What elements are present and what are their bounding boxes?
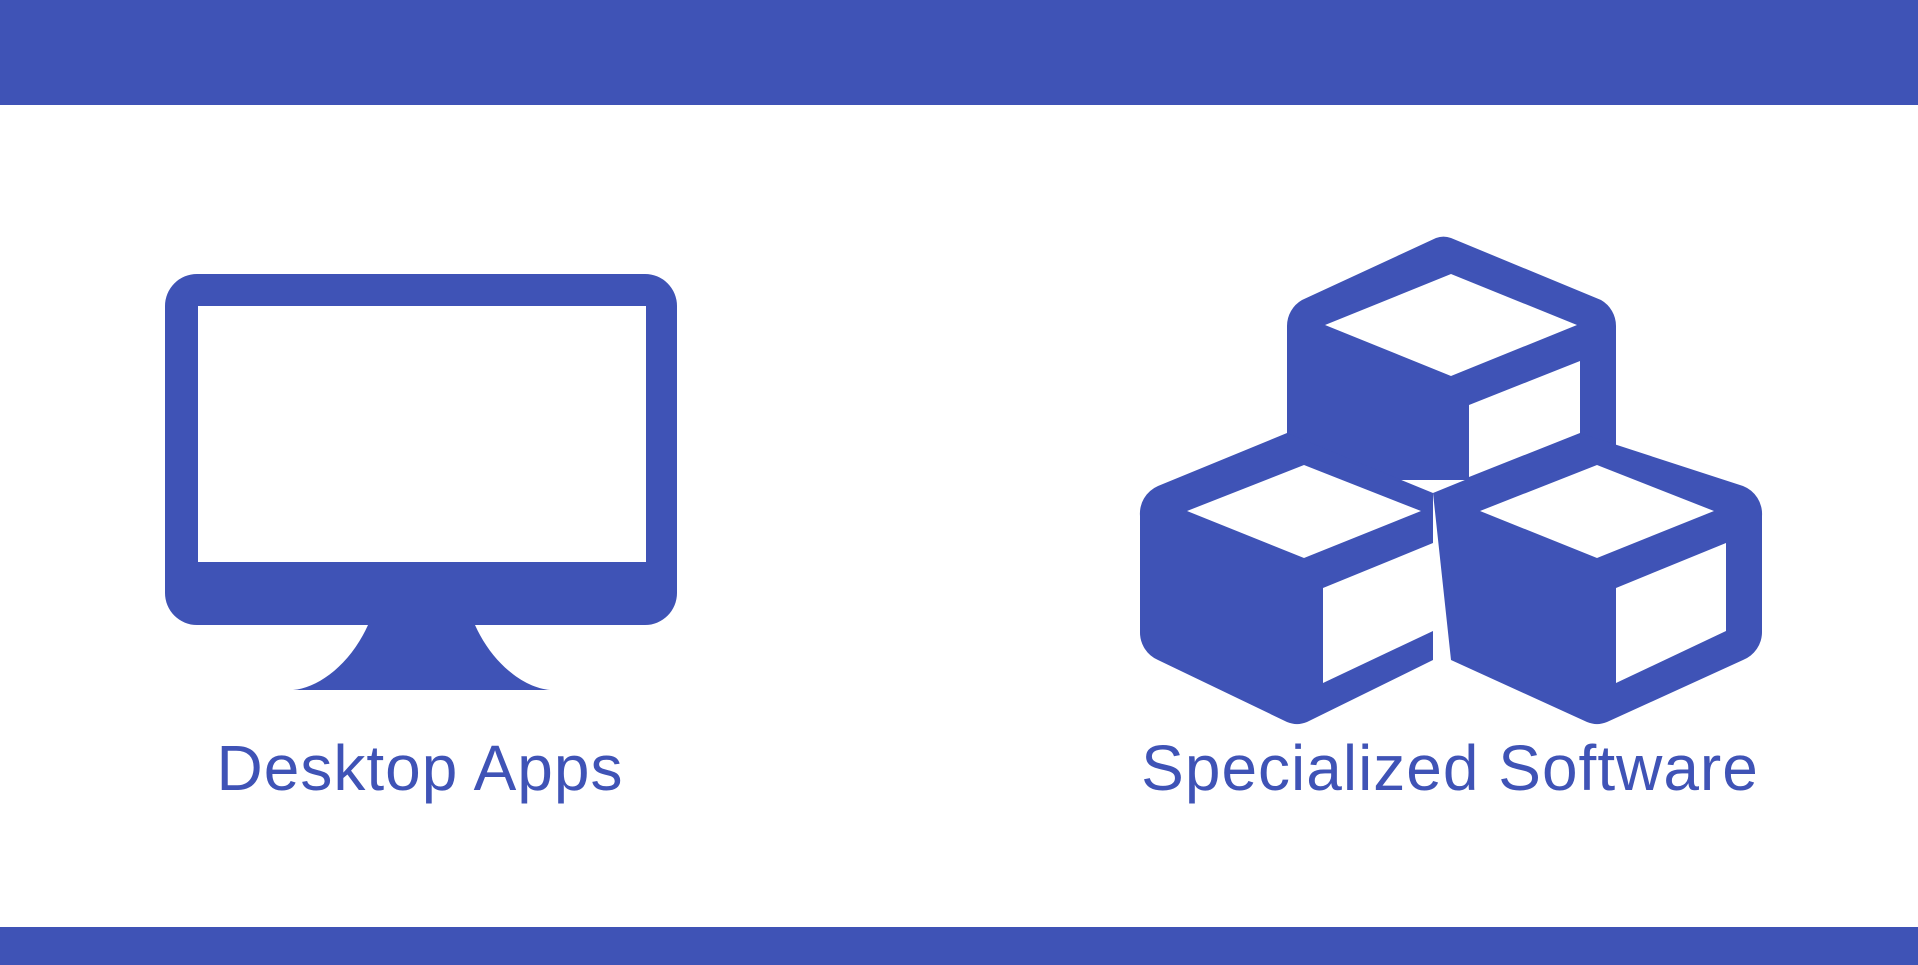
top-banner <box>0 0 1918 105</box>
bottom-banner <box>0 927 1918 965</box>
specialized-software-label: Specialized Software <box>1141 732 1759 804</box>
desktop-apps-label: Desktop Apps <box>216 732 624 804</box>
monitor-icon <box>165 274 677 690</box>
cubes-icon <box>1139 236 1763 725</box>
